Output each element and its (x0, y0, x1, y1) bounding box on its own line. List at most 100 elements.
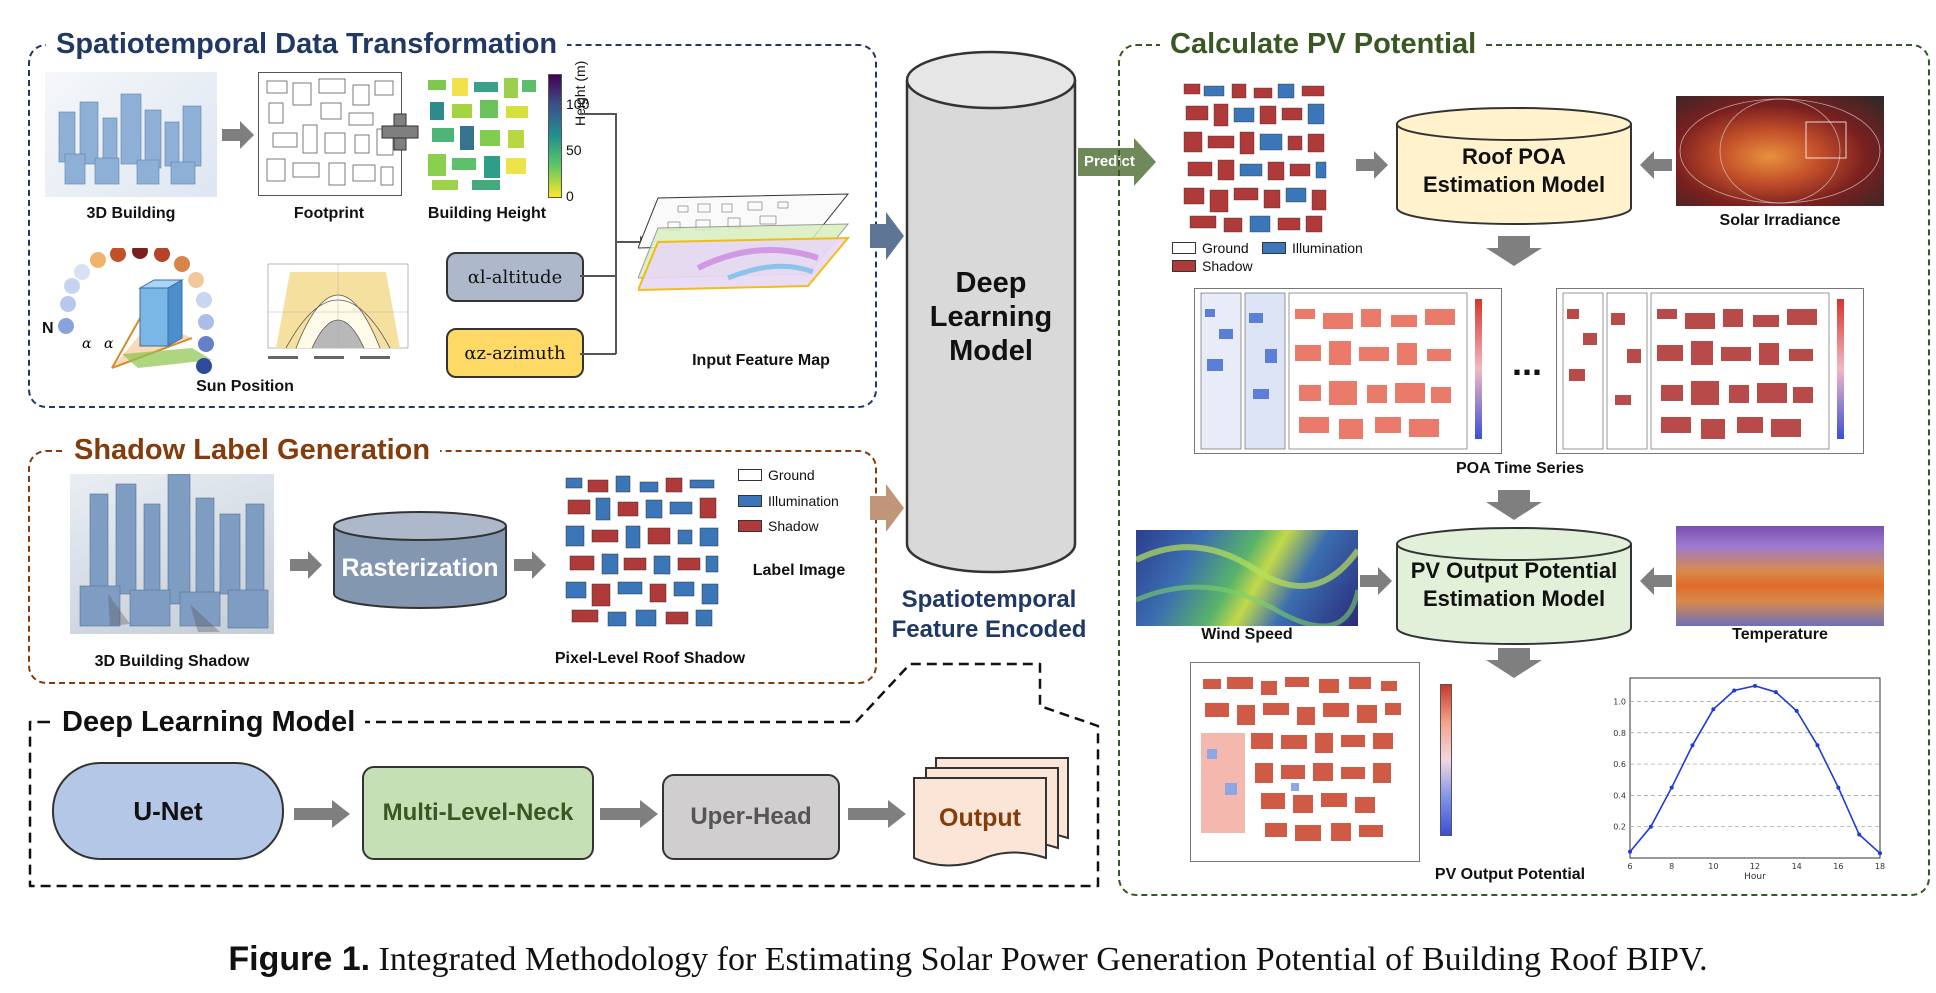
pv-legend-shadow-label: Shadow (1202, 258, 1253, 274)
sun-path-chart (256, 252, 416, 370)
arrow-shadow-to-model (870, 484, 904, 532)
arrow-building-to-footprint (222, 121, 254, 149)
chart-point (1753, 683, 1757, 688)
temperature-image (1676, 526, 1884, 626)
chart-xaxis-label: Hour (1744, 872, 1766, 882)
footprint-image (258, 72, 402, 196)
unet-label: U-Net (133, 795, 203, 826)
deep-learning-model-label: Deep Learning Model (929, 267, 1053, 367)
arrow-series-to-pv (1486, 490, 1542, 520)
chart-ytick-label: 0.2 (1613, 823, 1626, 832)
chart-ytick-label: 0.4 (1613, 791, 1626, 800)
chart-point (1815, 743, 1820, 748)
chart-frame (1629, 677, 1881, 859)
prediction-map (1180, 78, 1330, 236)
arrow-irradiance-to-poa (1640, 151, 1672, 179)
chart-point (1794, 708, 1799, 713)
shadow-legend-shadow-label: Shadow (768, 518, 819, 534)
arrow-transform-to-model (870, 212, 904, 260)
temperature-label: Temperature (1732, 626, 1828, 643)
chart-point (1648, 824, 1653, 829)
shadow-legend-ground: Ground (738, 467, 815, 483)
unet-block: U-Net (52, 762, 284, 860)
pv-output-map (1190, 662, 1420, 862)
pv-panel (1118, 44, 1930, 896)
shadow-legend-shadow: Shadow (738, 518, 819, 534)
arrow-temperature-to-pv (1640, 567, 1672, 595)
pv-title: Calculate PV Potential (1160, 28, 1487, 61)
dlm-title: Deep Learning Model (52, 706, 366, 739)
shadow-swatch (738, 520, 762, 532)
neck-block: Multi-Level-Neck (362, 766, 594, 860)
figure-caption: Figure 1. Integrated Methodology for Est… (0, 940, 1936, 979)
poa-model-cylinder (1396, 107, 1632, 225)
sun-position-diagram: α α (58, 248, 214, 374)
colorbar-tick-0: 0 (566, 188, 574, 204)
poa-series-left (1194, 288, 1502, 454)
pv-model-label-line2: Estimation Model (1422, 586, 1606, 611)
label-image-label: Label Image (752, 562, 846, 579)
poa-series-label: POA Time Series (1455, 460, 1585, 477)
pv-legend-illumination: Illumination (1262, 240, 1363, 256)
predict-arrow (1078, 138, 1156, 186)
input-feature-map (638, 193, 851, 292)
building-height-image (422, 72, 542, 194)
shadow-legend-illumination-label: Illumination (768, 493, 839, 509)
dlm-panel-border (28, 662, 1100, 888)
arrow-shadow-to-raster (290, 551, 322, 579)
chart-xtick-label: 8 (1669, 862, 1674, 871)
building-3d-label: 3D Building (86, 205, 176, 222)
roof-shadow-label: Pixel-Level Roof Shadow (554, 650, 746, 667)
chart-point (1878, 851, 1882, 856)
svg-text:α: α (82, 336, 92, 352)
arrow-unet-to-neck (294, 800, 350, 828)
chart-point (1690, 743, 1695, 748)
chart-ytick-label: 0.6 (1613, 760, 1626, 769)
chart-point (1711, 707, 1716, 712)
colorbar-tick-100: 100 (566, 96, 590, 112)
shadow-legend-ground-label: Ground (768, 467, 815, 483)
caption-prefix: Figure 1. (228, 940, 371, 978)
svg-text:α: α (104, 336, 114, 352)
pv-output-colorbar (1440, 684, 1452, 836)
building-shadow-image (70, 474, 274, 634)
poa-model-label-line2: Estimation Model (1422, 172, 1606, 197)
arrow-wind-to-pv (1360, 567, 1392, 595)
chart-xtick-label: 14 (1792, 862, 1802, 871)
deep-learning-cylinder (905, 50, 1077, 574)
arrow-pv-down (1486, 648, 1542, 678)
arrow-head-to-output (848, 800, 906, 828)
pv-illumination-swatch (1262, 242, 1286, 254)
wind-speed-label: Wind Speed (1201, 626, 1293, 643)
poa-model-label-line1: Roof POA (1462, 144, 1566, 169)
chart-point (1857, 832, 1862, 837)
roof-shadow-image (562, 472, 724, 632)
altitude-text: αl-altitude (467, 266, 563, 288)
chart-xtick-label: 10 (1708, 862, 1718, 871)
arrow-map-to-poa (1356, 151, 1388, 179)
pv-ground-swatch (1172, 242, 1196, 254)
arrow-neck-to-head (600, 800, 658, 828)
head-block: Uper-Head (662, 774, 840, 860)
altitude-box: αl-altitude (446, 252, 584, 302)
azimuth-box: αz-azimuth (446, 328, 584, 378)
transform-title: Spatiotemporal Data Transformation (46, 28, 568, 61)
rasterization-label: Rasterization (341, 553, 499, 582)
chart-ytick-label: 1.0 (1613, 697, 1626, 706)
rasterization-cylinder (333, 511, 507, 609)
pv-legend-illumination-label: Illumination (1292, 240, 1363, 256)
pv-output-label: PV Output Potential (1434, 866, 1586, 883)
input-feature-map-label: Input Feature Map (692, 352, 830, 369)
pv-model-cylinder (1396, 527, 1632, 645)
head-label: Uper-Head (690, 803, 812, 830)
footprint-label: Footprint (293, 205, 365, 222)
pv-legend-ground: Ground (1172, 240, 1249, 256)
pv-shadow-swatch (1172, 260, 1196, 272)
encoded-label-line1: Spatiotemporal (901, 586, 1077, 613)
solar-irradiance-label: Solar Irradiance (1719, 212, 1841, 229)
chart-xtick-label: 18 (1875, 862, 1885, 871)
chart-xtick-label: 6 (1627, 862, 1632, 871)
arrow-poa-to-series (1486, 236, 1542, 266)
colorbar-tick-50: 50 (566, 142, 582, 158)
building-3d-image (45, 72, 217, 197)
